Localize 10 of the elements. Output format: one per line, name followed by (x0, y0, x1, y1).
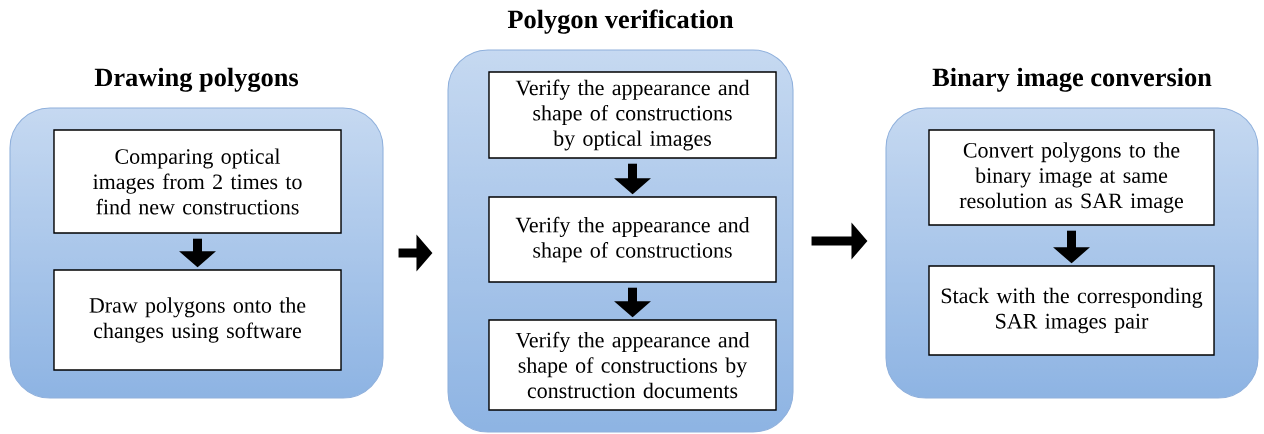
process-box: Stack with the corresponding SAR images pair (928, 265, 1215, 356)
process-box: Verify the appearance and shape of constructions (488, 196, 777, 283)
process-box: Verify the appearance and shape of constructions by optical images (488, 71, 777, 159)
process-box: Comparing optical images from 2 times to find new constructions (53, 129, 342, 234)
panel-heading: Binary image conversion (932, 67, 1212, 92)
process-box: Draw polygons onto the changes using software (53, 269, 342, 371)
process-box: Convert polygons to the binary image at same resolution as SAR image (928, 129, 1215, 226)
panel-heading: Polygon verification (507, 9, 734, 34)
panel-heading: Drawing polygons (94, 67, 298, 92)
process-box: Verify the appearance and shape of constructions by construction documents (488, 319, 777, 411)
